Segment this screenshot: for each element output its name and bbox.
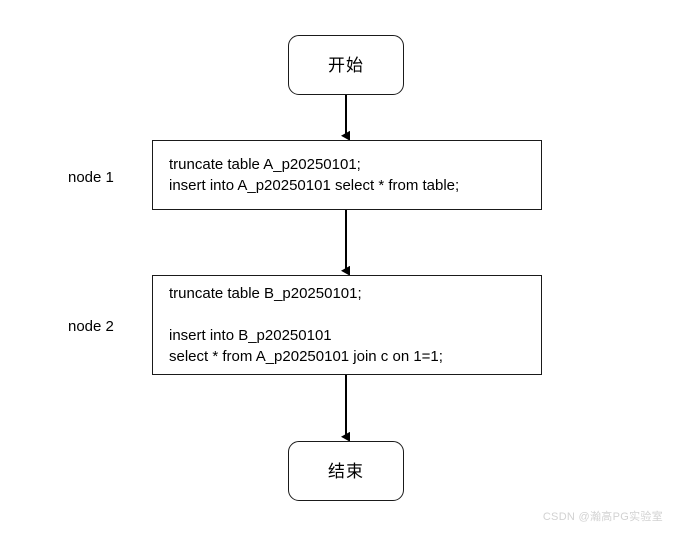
flow-node-end-label: 结束 xyxy=(328,461,364,481)
flow-node-1[interactable]: truncate table A_p20250101; insert into … xyxy=(152,140,542,210)
flow-node-start[interactable]: 开始 xyxy=(288,35,404,95)
flow-node-1-sql-text: truncate table A_p20250101; insert into … xyxy=(169,156,460,194)
flow-node-start-label: 开始 xyxy=(328,55,364,75)
flow-node-end[interactable]: 结束 xyxy=(288,441,404,501)
flow-node-2-sql-text: truncate table B_p20250101; insert into … xyxy=(169,285,443,365)
watermark-text: CSDN @瀚高PG实验室 xyxy=(542,511,663,523)
side-label-node-1: node 1 xyxy=(68,169,114,186)
side-label-node-2: node 2 xyxy=(68,318,114,335)
flow-node-2[interactable]: truncate table B_p20250101; insert into … xyxy=(152,275,542,375)
